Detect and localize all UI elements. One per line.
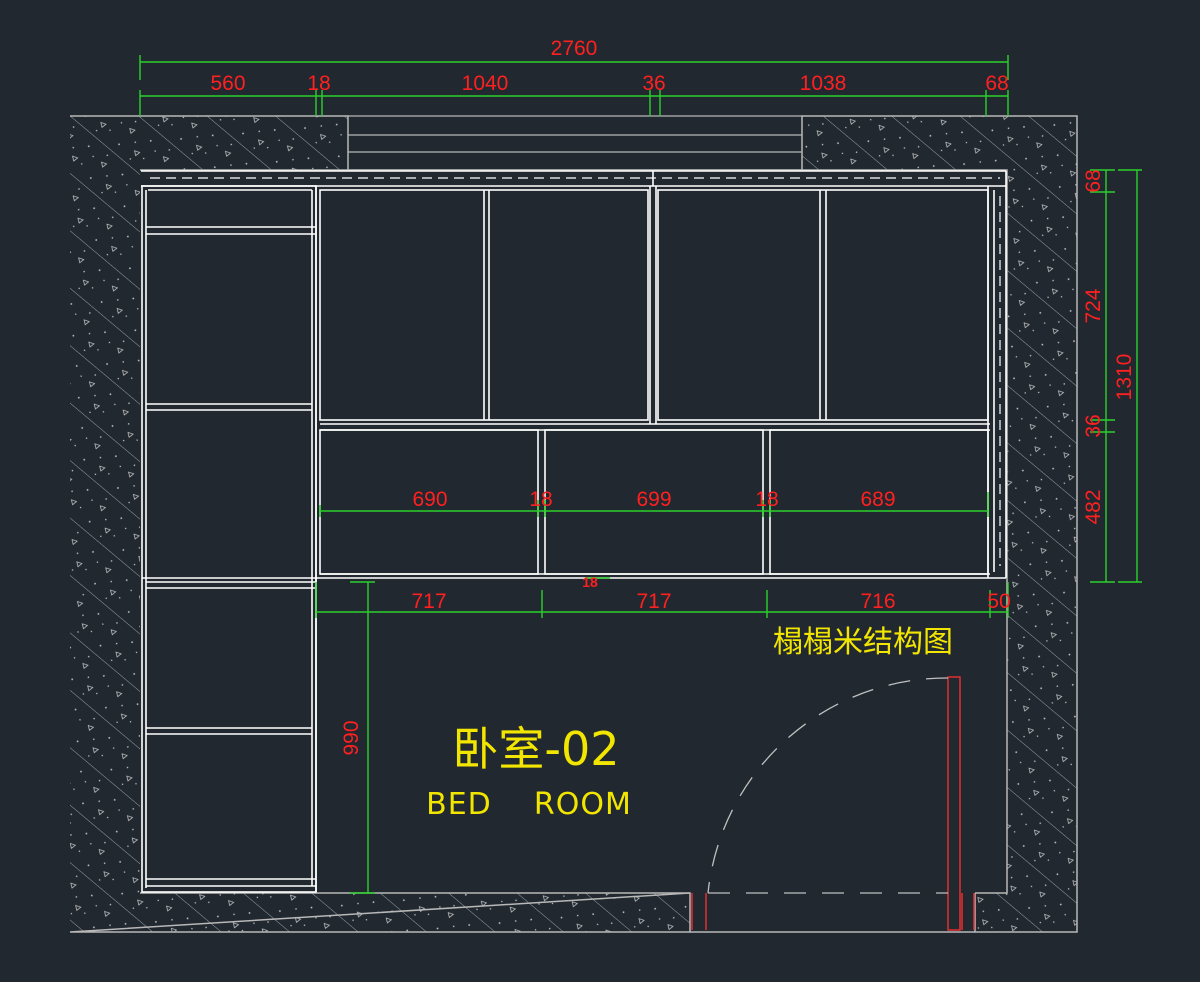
dim-upper-5: 689 [860, 488, 895, 511]
dim-upper-4: 18 [755, 488, 778, 511]
dim-overall-height: 1310 [1113, 354, 1136, 401]
dim-right-2: 724 [1082, 288, 1105, 323]
dimension-lines [139, 55, 1142, 894]
dim-bottom-1: 717 [411, 590, 446, 613]
dim-bottom-3: 716 [860, 590, 895, 613]
dim-upper-3: 699 [636, 488, 671, 511]
door-leaf [947, 676, 961, 931]
dim-right-4: 482 [1082, 489, 1105, 524]
door [707, 676, 961, 931]
dim-upper-1: 690 [412, 488, 447, 511]
dim-top-4: 36 [642, 72, 665, 95]
structure-label: 榻榻米结构图 [773, 625, 953, 660]
wall-inner-outline [140, 169, 1008, 894]
window [348, 115, 802, 171]
dim-upper-2: 18 [529, 488, 552, 511]
room-name-cn: 卧室-02 [452, 722, 619, 776]
dim-overall-width: 2760 [551, 37, 598, 60]
door-jamb-right [961, 893, 975, 930]
tatami-cabinet-structure [141, 170, 1007, 893]
walls [69, 115, 1078, 933]
dim-top-1: 560 [210, 72, 245, 95]
dimension-labels: 2760 560 18 1040 36 1038 68 690 18 699 1… [210, 37, 1136, 756]
dim-left-depth: 990 [340, 720, 363, 755]
dim-small-gap: 18 [582, 574, 598, 590]
room-name-en: BED ROOM [426, 787, 632, 822]
dim-top-6: 68 [985, 72, 1008, 95]
dim-right-3: 36 [1082, 414, 1105, 437]
dim-bottom-2: 717 [636, 590, 671, 613]
dim-top-2: 18 [307, 72, 330, 95]
dim-bottom-4: 50 [987, 590, 1010, 613]
dim-top-3: 1040 [462, 72, 509, 95]
dim-right-1: 68 [1082, 169, 1105, 192]
labels: 榻榻米结构图 卧室-02 BED ROOM [426, 625, 953, 822]
door-swing-arc [707, 677, 949, 894]
door-jamb-left [691, 893, 707, 930]
dim-top-5: 1038 [800, 72, 847, 95]
